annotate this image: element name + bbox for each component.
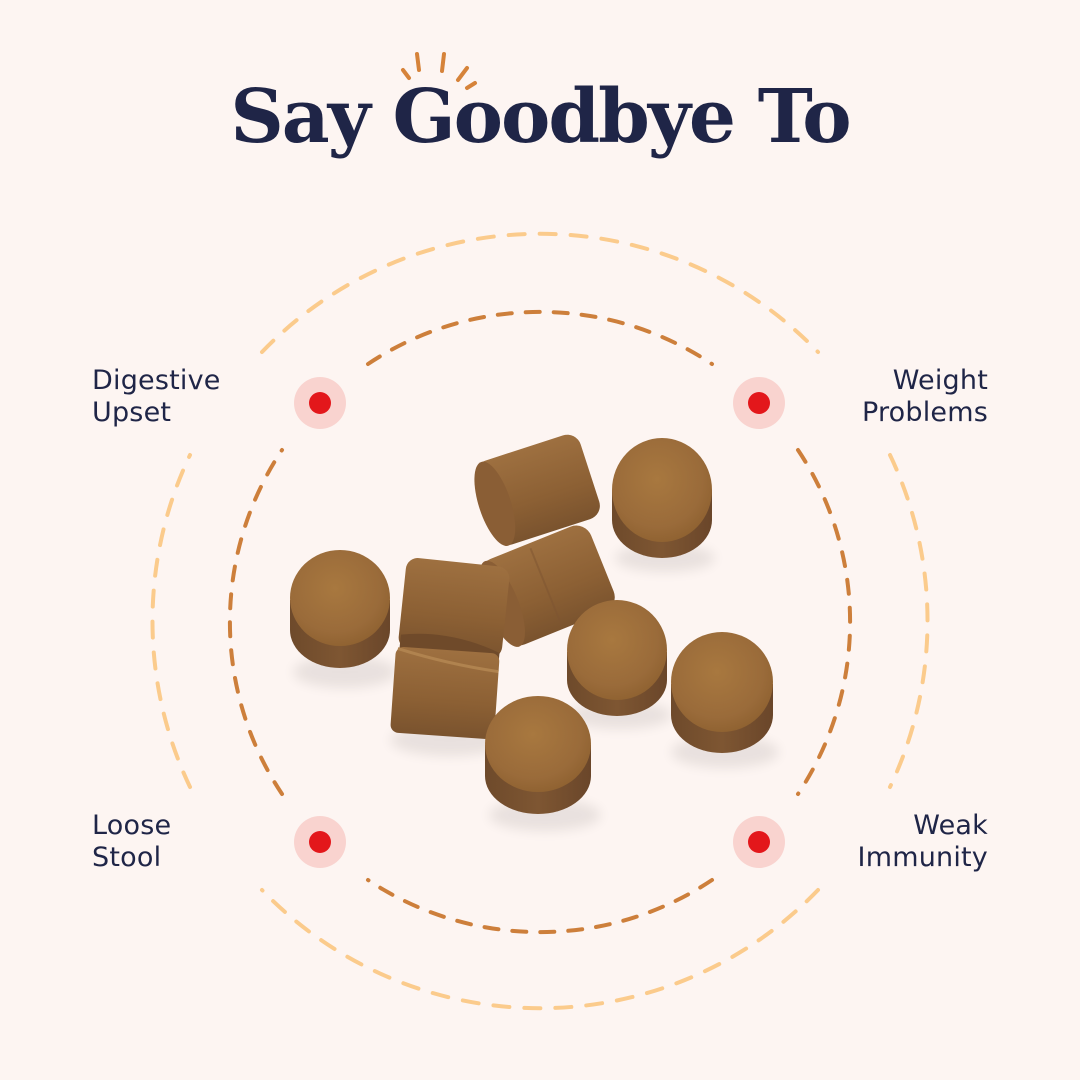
- marker-digestive-upset: [294, 377, 346, 429]
- issue-label-loose-stool: Loose Stool: [92, 810, 171, 874]
- treat: [474, 434, 600, 546]
- issue-label-line1: Loose: [92, 810, 172, 841]
- treat: [567, 600, 667, 716]
- red-dot-icon: [748, 831, 770, 853]
- red-dot-icon: [309, 392, 331, 414]
- marker-weight-problems: [733, 377, 785, 429]
- treat: [671, 632, 773, 753]
- issue-label-line1: Digestive: [92, 365, 221, 396]
- red-dot-icon: [309, 831, 331, 853]
- treat: [290, 550, 390, 668]
- marker-loose-stool: [294, 816, 346, 868]
- issue-label-line1: Weight: [892, 365, 988, 396]
- issue-label-line2: Stool: [92, 842, 162, 873]
- issue-label-line1: Weak: [913, 810, 988, 841]
- marker-weak-immunity: [733, 816, 785, 868]
- outer-dashed-ring: [150, 231, 930, 1011]
- treat: [398, 558, 510, 659]
- issue-label-weight-problems: Weight Problems: [862, 365, 988, 429]
- red-dot-icon: [748, 392, 770, 414]
- issue-label-digestive-upset: Digestive Upset: [92, 365, 221, 429]
- sparkle-rays-icon: [401, 52, 477, 90]
- treat: [485, 696, 591, 814]
- inner-dashed-ring: [227, 309, 853, 935]
- treat: [612, 438, 712, 558]
- page-title: Say Goodbye To: [230, 74, 851, 160]
- issue-label-line2: Upset: [92, 397, 172, 428]
- issue-label-line2: Problems: [861, 397, 988, 428]
- issue-label-weak-immunity: Weak Immunity: [858, 810, 988, 874]
- issue-label-line2: Immunity: [857, 842, 988, 873]
- treats-image: [290, 434, 779, 831]
- treat: [390, 647, 500, 739]
